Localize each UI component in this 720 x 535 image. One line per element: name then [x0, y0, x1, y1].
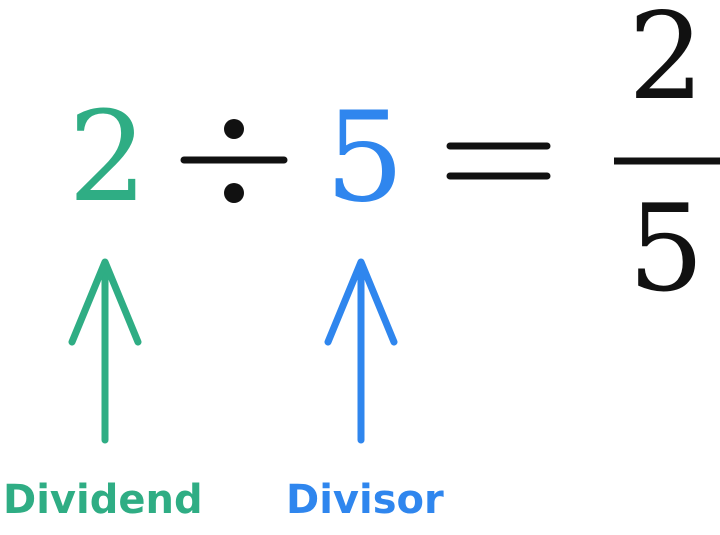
fraction-numerator: 2	[628, 0, 705, 127]
fraction-denominator: 5	[628, 180, 705, 319]
equals-sign-icon	[446, 142, 551, 180]
divisor-label: Divisor	[286, 477, 444, 523]
divisor-arrow-up-icon	[324, 258, 398, 444]
dividend-arrow-up-icon	[68, 258, 142, 444]
dividend-value: 2	[68, 85, 148, 230]
division-sign-icon	[180, 119, 288, 203]
dividend-label: Dividend	[3, 477, 203, 523]
divisor-value: 5	[325, 85, 405, 230]
